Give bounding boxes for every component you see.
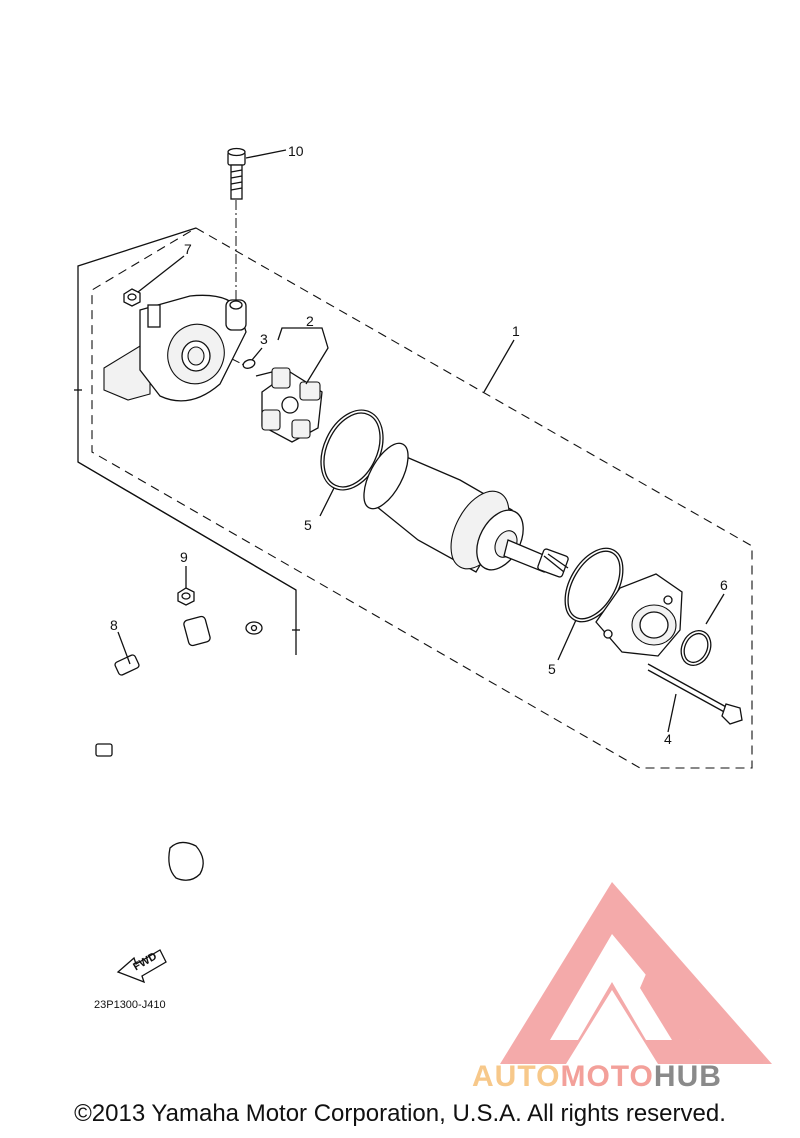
leader-line-8 bbox=[117, 631, 131, 665]
starter-cable-part-8 bbox=[95, 615, 263, 881]
front-cover-bracket bbox=[103, 294, 247, 402]
callout-10: 10 bbox=[288, 143, 304, 159]
callout-7: 7 bbox=[184, 241, 192, 257]
bracket-frame-line-lower bbox=[77, 461, 297, 655]
watermark-text: AUTOMOTOHUB bbox=[472, 1060, 722, 1093]
callout-5-rear: 5 bbox=[304, 517, 312, 533]
brush-holder-part-2 bbox=[255, 367, 323, 443]
leader-line-10 bbox=[245, 149, 287, 159]
small-o-ring-part-3 bbox=[242, 359, 256, 369]
automotohub-logo bbox=[500, 882, 772, 1064]
starter-motor-part-1 bbox=[363, 442, 569, 578]
callout-9: 9 bbox=[180, 549, 188, 565]
fwd-arrow-icon: FWD bbox=[116, 949, 167, 984]
nut-part-9 bbox=[177, 587, 195, 606]
leader-line-5b bbox=[557, 619, 577, 661]
nut-part-7 bbox=[123, 288, 141, 307]
callout-6: 6 bbox=[720, 577, 728, 593]
leader-line-7 bbox=[137, 255, 185, 293]
leader-line-2 bbox=[277, 327, 329, 385]
rear-cover bbox=[595, 573, 683, 657]
leader-line-5a bbox=[319, 487, 335, 517]
callout-1: 1 bbox=[512, 323, 520, 339]
copyright-notice: ©2013 Yamaha Motor Corporation, U.S.A. A… bbox=[74, 1100, 726, 1127]
callout-8: 8 bbox=[110, 617, 118, 633]
diagram-code: 23P1300-J410 bbox=[94, 999, 166, 1011]
callout-4: 4 bbox=[664, 731, 672, 747]
leader-line-6 bbox=[705, 593, 725, 625]
leader-line-1 bbox=[483, 339, 515, 393]
leader-line-3 bbox=[251, 347, 263, 361]
long-bolt-part-4 bbox=[647, 663, 743, 725]
callout-2: 2 bbox=[306, 313, 314, 329]
callout-5-front: 5 bbox=[548, 661, 556, 677]
bolt-part-10 bbox=[227, 147, 246, 200]
o-ring-part-6 bbox=[680, 629, 712, 667]
leader-line-4 bbox=[667, 693, 677, 733]
callout-3: 3 bbox=[260, 331, 268, 347]
